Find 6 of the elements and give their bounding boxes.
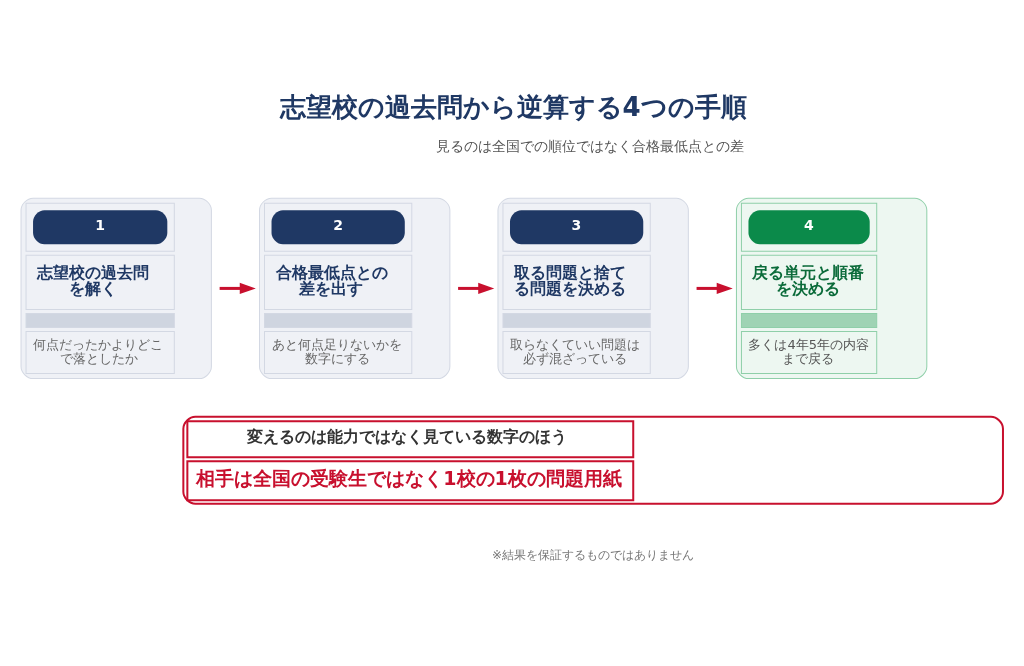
- label: ※結果を保証するものではありません: [491, 548, 694, 563]
- diagram-title: 志望校の過去問から逆算する4つの手順: [279, 91, 747, 122]
- arrow: [696, 282, 733, 295]
- arrow: [219, 282, 256, 295]
- arrow: [457, 282, 494, 295]
- label: 見るのは全国での順位ではなく合格最低点との差: [435, 137, 744, 154]
